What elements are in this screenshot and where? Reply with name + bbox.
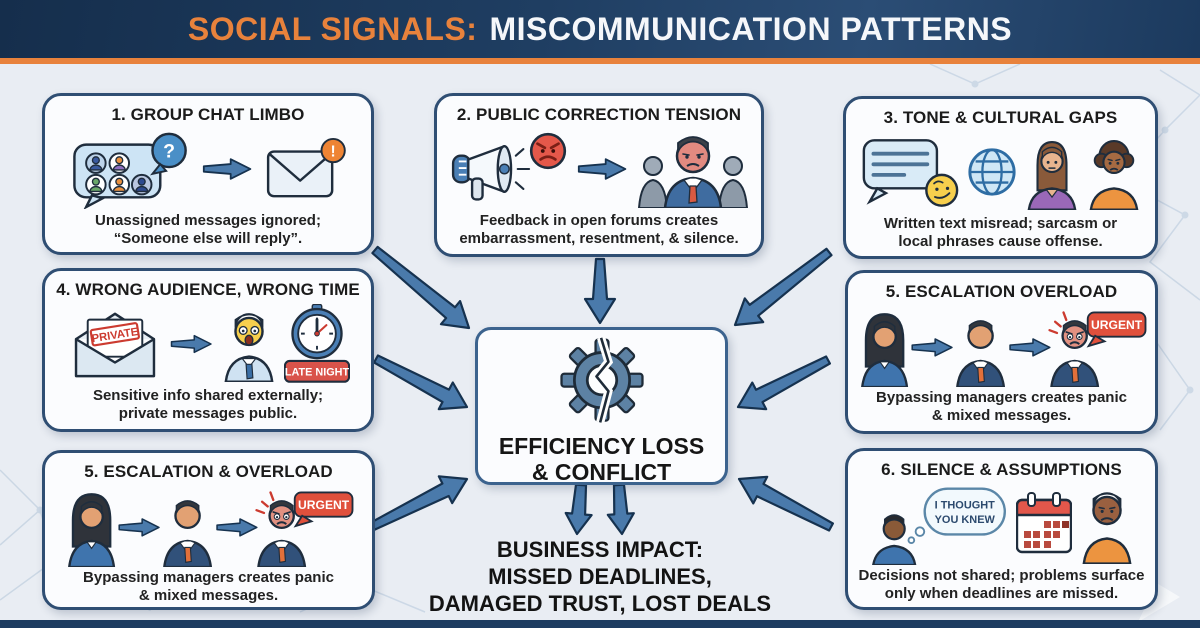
thought-label-line1: I THOUGHT [934, 500, 995, 512]
flow-arrow [733, 247, 833, 327]
arrow-right-icon [170, 332, 214, 356]
box-description: Bypassing managers creates panic & mixed… [876, 389, 1127, 424]
box-title: 4. WRONG AUDIENCE, WRONG TIME [56, 280, 360, 299]
thought-label-line2: YOU KNEW [934, 514, 995, 526]
business-impact-text: BUSINESS IMPACT: MISSED DEADLINES, DAMAG… [428, 537, 772, 616]
box-description: Sensitive info shared externally; privat… [92, 387, 324, 422]
center-hub-efficiency-loss: EFFICIENCY LOSS & CONFLICT [475, 327, 728, 485]
shocked-person-icon [224, 313, 274, 382]
box-description: Decisions not shared; problems surface o… [858, 567, 1145, 602]
late-night-label: LATE NIGHT [285, 367, 350, 379]
thought-bubble-person-icon: I THOUGHT YOU KNEW [871, 487, 1006, 565]
center-hub-title: EFFICIENCY LOSS & CONFLICT [498, 433, 705, 485]
pattern-box-public-correction-tension: 2. PUBLIC CORRECTION TENSION [434, 93, 764, 257]
page-title-rest: MISCOMMUNICATION PATTERNS [489, 10, 1013, 47]
flow-arrow [737, 475, 835, 532]
footer-bar [0, 620, 1200, 628]
late-night-clock-icon: LATE NIGHT [284, 304, 350, 383]
accent-stripe [0, 58, 1200, 64]
flow-arrow [373, 354, 469, 411]
calendar-icon [1015, 492, 1072, 554]
pattern-box-tone-cultural-gaps: 3. TONE & CULTURAL GAPS [843, 96, 1158, 259]
pattern-box-group-chat-limbo: 1. GROUP CHAT LIMBO ? [42, 93, 374, 255]
escalation-chain-icon [856, 305, 1148, 387]
header-banner: SOCIAL SIGNALS: MISCOMMUNICATION PATTERNS [0, 0, 1200, 58]
flow-arrow [583, 257, 617, 325]
box-description: Bypassing managers creates panic & mixed… [83, 569, 334, 604]
box-title: 1. GROUP CHAT LIMBO [111, 105, 305, 124]
pattern-box-escalation-and-overload: 5. ESCALATION & OVERLOAD Bypassing manag… [42, 450, 375, 610]
arrow-right-icon [577, 156, 629, 182]
private-letter-icon: PRIVATE [74, 312, 156, 378]
broken-gear-icon [559, 336, 644, 424]
globe-icon [967, 148, 1016, 196]
box-title: 3. TONE & CULTURAL GAPS [883, 108, 1118, 127]
flow-arrow [606, 483, 635, 536]
box-description: Unassigned messages ignored; “Someone el… [95, 212, 321, 247]
arrow-right-icon [202, 156, 254, 182]
embarrassed-person-icon [637, 136, 749, 208]
flow-arrow [736, 355, 832, 411]
box-title: 5. ESCALATION OVERLOAD [885, 282, 1118, 301]
box-description: Feedback in open forums creates embarras… [459, 212, 739, 247]
escalation-chain-icon [63, 485, 355, 567]
box-title: 2. PUBLIC CORRECTION TENSION [456, 105, 742, 124]
sarcastic-message-icon [862, 139, 958, 207]
page-title: SOCIAL SIGNALS: MISCOMMUNICATION PATTERNS [188, 11, 1012, 48]
pattern-box-silence-assumptions: 6. SILENCE & ASSUMPTIONS I THOUGHT YOU K… [845, 448, 1158, 610]
megaphone-icon [451, 145, 531, 201]
person-orange-icon [1089, 140, 1138, 210]
flow-arrow [371, 245, 471, 330]
page-title-accent: SOCIAL SIGNALS: [187, 10, 478, 47]
pattern-box-escalation-overload: 5. ESCALATION OVERLOAD Bypassing manager… [845, 270, 1158, 434]
flow-arrow [370, 475, 469, 531]
box-title: 6. SILENCE & ASSUMPTIONS [881, 460, 1122, 479]
question-mark-label: ? [163, 140, 175, 162]
flow-arrow [564, 483, 593, 536]
exclamation-label: ! [331, 143, 336, 160]
unread-envelope-icon: ! [266, 137, 346, 198]
pattern-box-wrong-audience-wrong-time: 4. WRONG AUDIENCE, WRONG TIME PRIVATE [42, 268, 374, 432]
sad-person-orange-icon [1082, 492, 1131, 564]
group-chat-icon: ? [73, 132, 187, 209]
box-description: Written text misread; sarcasm or local p… [883, 215, 1118, 250]
woman-purple-icon [1027, 141, 1076, 210]
box-title: 5. ESCALATION & OVERLOAD [84, 462, 333, 481]
angry-emoji-icon [529, 132, 567, 170]
